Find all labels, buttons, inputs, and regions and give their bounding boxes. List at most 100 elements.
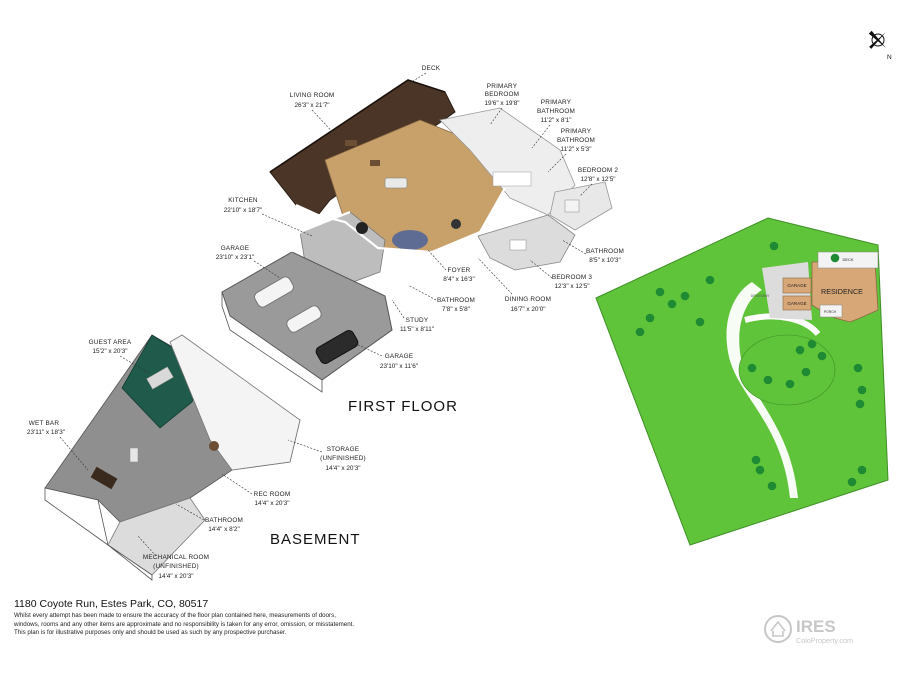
label-foyer: FOYER 8'4" x 16'3" <box>427 249 475 283</box>
room-name2-primary-bed: BEDROOM <box>485 91 519 98</box>
label-deck: DECK <box>409 65 441 84</box>
label-garage-1: GARAGE 23'10" x 23'1" <box>216 245 281 279</box>
tree-icon <box>695 317 705 327</box>
room-dim-guest: 15'2" x 20'3" <box>92 348 127 355</box>
tree-icon <box>857 465 867 475</box>
site-residence: RESIDENCE GARAGE GARAGE DECK DRIVEWAY PO… <box>751 251 879 323</box>
room-name-kitchen: KITCHEN <box>228 197 258 204</box>
site-driveway <box>726 282 798 498</box>
foyer-rug <box>392 230 428 250</box>
room-dim-primary-bath1: 11'2" x 8'1" <box>540 117 571 124</box>
deck-railing <box>269 79 446 173</box>
label-rec-room: REC ROOM 14'4" x 20'3" <box>221 473 291 507</box>
room-name-dining: DINING ROOM <box>505 296 551 303</box>
tree-icon <box>830 253 840 263</box>
room-dim-bathroom-b: 14'4" x 8'2" <box>208 526 240 533</box>
room-dim-garage2: 23'10" x 11'6" <box>380 363 418 370</box>
ires-brand: IRES <box>796 617 836 636</box>
ires-logo: IRES ColoProperty.com <box>764 615 853 645</box>
basement-plan <box>44 334 301 581</box>
room-name-garage1: GARAGE <box>221 245 250 252</box>
room-name-deck: DECK <box>422 65 441 72</box>
label-bedroom-2: BEDROOM 2 12'8" x 12'5" <box>578 167 618 197</box>
room-name-foyer: FOYER <box>447 267 470 274</box>
room-name-bedroom3: BEDROOM 3 <box>552 274 592 281</box>
tree-icon <box>767 481 777 491</box>
room-dim-mechanical: 14'4" x 20'3" <box>158 573 193 580</box>
first-floor-walls <box>295 187 506 254</box>
site-porch-label: PORCH <box>824 310 837 314</box>
label-garage-2: GARAGE 23'10" x 11'6" <box>351 341 418 370</box>
room-dim-wetbar: 23'11" x 18'3" <box>27 429 65 436</box>
disclaimer-line-3: This plan is for illustrative purposes o… <box>14 629 287 637</box>
room-name-primary-bath2: PRIMARY <box>561 128 592 135</box>
site-garage-label-b: GARAGE <box>787 301 806 306</box>
garage-cars <box>254 276 359 364</box>
room-dim-bedroom3: 12'3" x 12'5" <box>554 283 589 290</box>
room-name-bathroom-b: BATHROOM <box>205 517 243 524</box>
room-dim-living: 26'3" x 21'7" <box>294 102 329 109</box>
footer: 1180 Coyote Run, Estes Park, CO, 80517 W… <box>14 598 654 638</box>
tree-icon <box>785 379 795 389</box>
room-name-bedroom2: BEDROOM 2 <box>578 167 618 174</box>
label-primary-bathroom-2: PRIMARY BATHROOM 11'2" x 5'3" <box>547 128 595 173</box>
site-driveway-label: DRIVEWAY <box>751 294 770 298</box>
room-name-mechanical: MECHANICAL ROOM <box>143 554 209 561</box>
room-name-bathroom-m: BATHROOM <box>437 297 475 304</box>
label-bathroom-basement: BATHROOM 14'4" x 8'2" <box>175 503 243 533</box>
room-name2-primary-bath2: BATHROOM <box>557 137 595 144</box>
room-name-primary-bed: PRIMARY <box>487 83 518 90</box>
first-floor-furniture <box>345 140 580 251</box>
tree-icon <box>680 291 690 301</box>
basement-title: BASEMENT <box>270 531 361 548</box>
room-name2-primary-bath1: BATHROOM <box>537 108 575 115</box>
room-name2-storage: (UNFINISHED) <box>320 455 366 462</box>
first-floor-title: FIRST FLOOR <box>348 398 458 415</box>
room-dim-primary-bath2: 11'2" x 5'3" <box>560 146 591 153</box>
first-floor-plan <box>221 79 613 393</box>
tree-icon <box>807 339 817 349</box>
room-dim-foyer: 8'4" x 16'3" <box>443 276 475 283</box>
tree-icon <box>747 363 757 373</box>
tree-icon <box>795 345 805 355</box>
room-name2-mechanical: (UNFINISHED) <box>153 563 199 570</box>
property-address: 1180 Coyote Run, Estes Park, CO, 80517 <box>14 598 209 610</box>
room-name-bathroom-r: BATHROOM <box>586 248 624 255</box>
label-bedroom-3: BEDROOM 3 12'3" x 12'5" <box>529 259 592 290</box>
tree-icon <box>853 363 863 373</box>
label-primary-bedroom: PRIMARY BEDROOM 19'6" x 19'8" <box>484 83 520 126</box>
basement-storage-floor <box>169 334 301 471</box>
label-wet-bar: WET BAR 23'11" x 18'3" <box>27 420 89 471</box>
label-mechanical-room: MECHANICAL ROOM (UNFINISHED) 14'4" x 20'… <box>137 535 209 580</box>
room-name-guest: GUEST AREA <box>89 339 132 346</box>
label-dining-room: DINING ROOM 16'7" x 20'0" <box>477 257 551 313</box>
room-dim-bathroom-m: 7'8" x 5'8" <box>442 306 470 313</box>
room-dim-study: 11'5" x 8'11" <box>400 326 434 333</box>
room-dim-primary-bed: 19'6" x 19'8" <box>484 100 519 107</box>
site-plan: RESIDENCE GARAGE GARAGE DECK DRIVEWAY PO… <box>595 217 889 546</box>
room-name-rec: REC ROOM <box>254 491 291 498</box>
tree-icon <box>769 241 779 251</box>
room-dim-garage1: 23'10" x 23'1" <box>216 254 255 261</box>
tree-icon <box>645 313 655 323</box>
site-trees <box>635 241 867 491</box>
compass-label: N <box>887 54 892 61</box>
label-living-room: LIVING ROOM 26'3" x 21'7" <box>290 92 341 141</box>
label-kitchen: KITCHEN 22'10" x 18'7" <box>224 197 313 237</box>
room-dim-rec: 14'4" x 20'3" <box>254 500 289 507</box>
tree-icon <box>763 375 773 385</box>
basement-mechanical-floor <box>107 497 206 576</box>
site-garage-label-a: GARAGE <box>787 283 806 288</box>
tree-icon <box>855 399 865 409</box>
room-dim-kitchen: 22'10" x 18'7" <box>224 207 263 214</box>
bedroom3-floor <box>477 214 576 271</box>
room-name-storage: STORAGE <box>327 446 360 453</box>
room-dim-bathroom-r: 8'5" x 10'3" <box>589 257 621 264</box>
site-residence-label: RESIDENCE <box>821 287 863 296</box>
room-name-study: STUDY <box>406 317 429 324</box>
disclaimer-line-2: windows, rooms and any other items are a… <box>14 620 355 628</box>
tree-icon <box>635 327 645 337</box>
room-name-garage2: GARAGE <box>385 353 414 360</box>
